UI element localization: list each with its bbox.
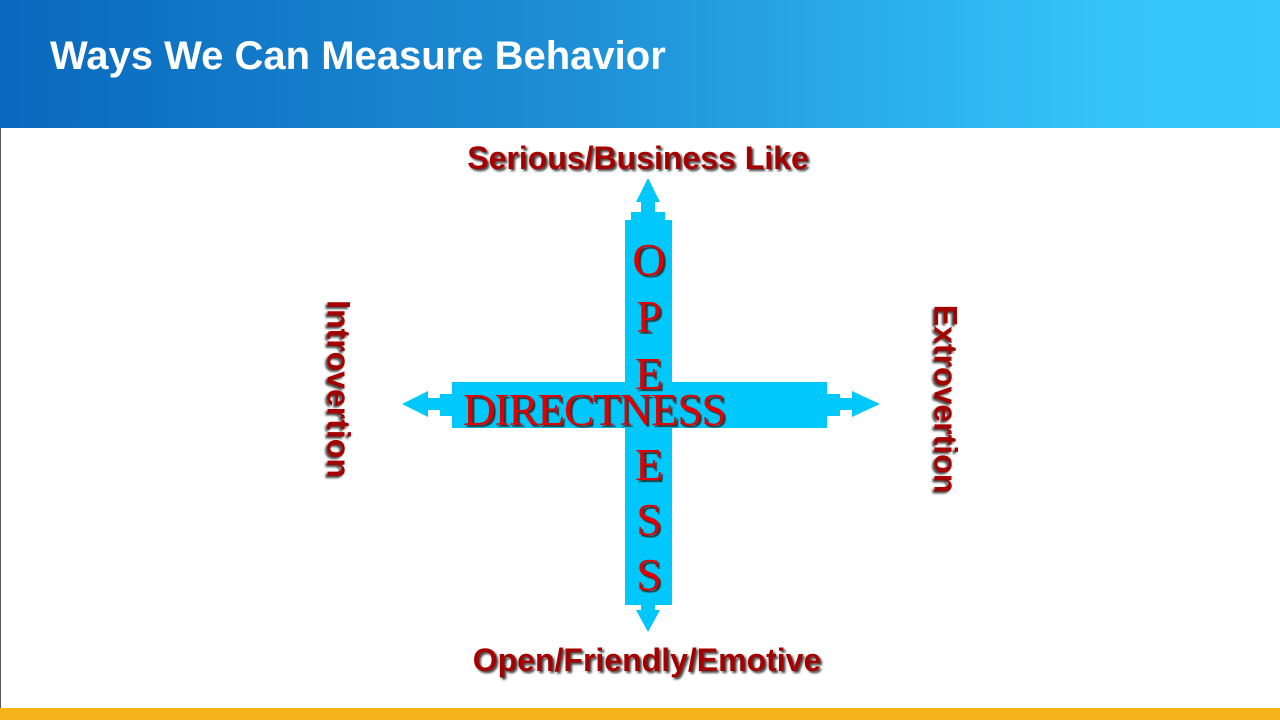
horizontal-axis-bar: [452, 382, 827, 428]
slide-border: [0, 128, 1, 708]
vertical-axis-letter: S: [636, 549, 662, 600]
directness-label: DIRECTNESS: [463, 385, 727, 435]
vertical-axis-letter: O: [632, 234, 666, 285]
arrow-left-icon: [402, 391, 428, 417]
arrow-right-icon: [852, 391, 880, 417]
vertical-axis-letter: S: [636, 494, 662, 545]
right-label: Extrovertion: [927, 304, 964, 494]
vertical-axis-letter: P: [636, 291, 662, 342]
top-label: Serious/Business Like: [467, 140, 809, 176]
vertical-axis-letter: E: [634, 439, 664, 490]
footer-bar: [0, 708, 1280, 720]
left-label: Introvertion: [320, 300, 357, 478]
arrow-up-icon: [636, 178, 660, 202]
arrow-down-icon: [636, 610, 660, 632]
bottom-label: Open/Friendly/Emotive: [472, 642, 822, 678]
vertical-axis-letter: E: [634, 348, 664, 399]
slide-title: Ways We Can Measure Behavior: [50, 34, 666, 78]
title-bar: [0, 0, 1280, 128]
